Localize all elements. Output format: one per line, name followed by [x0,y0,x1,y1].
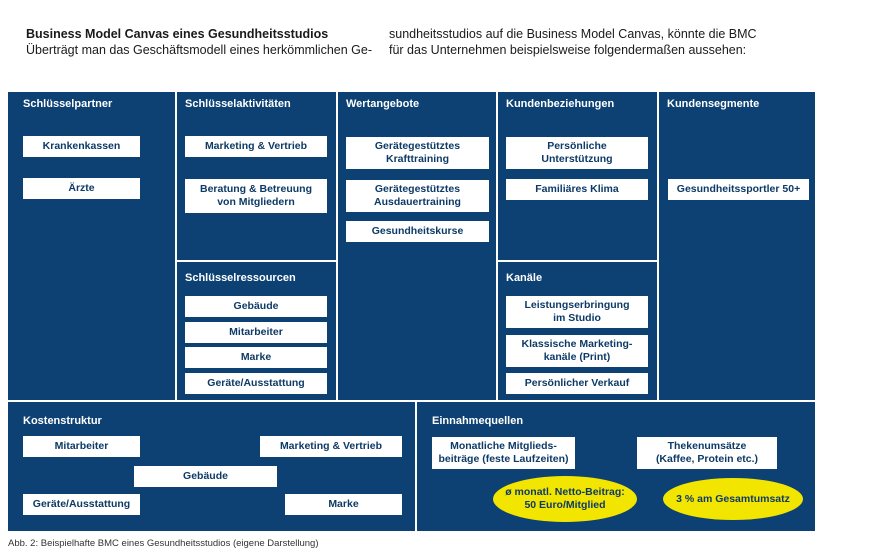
business-model-canvas: Schlüsselpartner Krankenkassen Ärzte Sch… [7,91,816,532]
activity-box: Beratung & Betreuung von Mitgliedern [184,178,328,214]
cost-box: Gebäude [133,465,278,488]
cell-kanaele: Kanäle Leistungserbringung im Studio Kla… [497,261,658,401]
cost-box: Mitarbeiter [22,435,141,458]
highlight-oval: 3 % am Gesamtumsatz [663,478,803,520]
intro-text-line-1: Überträgt man das Geschäftsmodell eines … [26,43,372,57]
cost-box: Marketing & Vertrieb [259,435,403,458]
cell-kundensegmente: Kundensegmente Gesundheitssportler 50+ [658,91,816,401]
channel-box: Leistungserbringung im Studio [505,295,649,329]
cell-heading: Kostenstruktur [23,415,102,427]
figure-caption: Abb. 2: Beispielhafte BMC eines Gesundhe… [8,538,319,549]
cell-schluesselressourcen: Schlüsselressourcen Gebäude Mitarbeiter … [176,261,337,401]
value-box: Gerätegestütztes Ausdauertraining [345,179,490,213]
intro-text-line-3: für das Unternehmen beispielsweise folge… [389,43,747,57]
channel-box: Klassische Marketing- kanäle (Print) [505,334,649,368]
value-box: Gerätegestütztes Krafttraining [345,136,490,170]
cell-schluesselaktivitaeten: Schlüsselaktivitäten Marketing & Vertrie… [176,91,337,261]
cost-box: Geräte/Ausstattung [22,493,141,516]
revenue-box: Monatliche Mitglieds- beiträge (feste La… [431,436,576,470]
cell-heading: Schlüsselpartner [23,98,113,110]
intro-text-line-2: sundheitsstudios auf die Business Model … [389,27,757,41]
cell-schluesselpartner: Schlüsselpartner Krankenkassen Ärzte [7,91,176,401]
cell-heading: Wertangebote [346,98,420,110]
cell-heading: Kundensegmente [667,98,760,110]
segment-box: Gesundheitssportler 50+ [667,178,810,201]
relationship-box: Familiäres Klima [505,178,649,201]
cell-heading: Schlüsselressourcen [185,272,296,284]
cell-heading: Kanäle [506,272,543,284]
revenue-box: Thekenumsätze (Kaffee, Protein etc.) [636,436,778,470]
resource-box: Geräte/Ausstattung [184,372,328,395]
cell-kostenstruktur: Kostenstruktur Mitarbeiter Marketing & V… [7,401,416,532]
cell-heading: Einnahmequellen [432,415,524,427]
value-box: Gesundheitskurse [345,220,490,243]
cell-heading: Kundenbeziehungen [506,98,615,110]
resource-box: Marke [184,346,328,369]
page-title: Business Model Canvas eines Gesundheitss… [26,27,329,41]
cell-heading: Schlüsselaktivitäten [185,98,291,110]
cost-box: Marke [284,493,403,516]
highlight-oval: ø monatl. Netto-Beitrag: 50 Euro/Mitglie… [493,476,637,522]
relationship-box: Persönliche Unterstützung [505,136,649,170]
activity-box: Marketing & Vertrieb [184,135,328,158]
cell-wertangebote: Wertangebote Gerätegestütztes Krafttrain… [337,91,497,401]
channel-box: Persönlicher Verkauf [505,372,649,395]
cell-kundenbeziehungen: Kundenbeziehungen Persönliche Unterstütz… [497,91,658,261]
partner-box: Krankenkassen [22,135,141,158]
cell-einnahmequellen: Einnahmequellen Monatliche Mitglieds- be… [416,401,816,532]
partner-box: Ärzte [22,177,141,200]
resource-box: Gebäude [184,295,328,318]
resource-box: Mitarbeiter [184,321,328,344]
